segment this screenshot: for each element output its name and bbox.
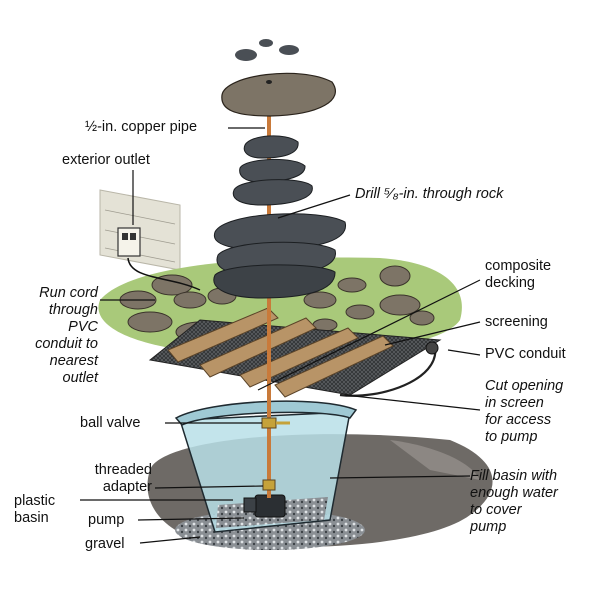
outlet-box	[117, 227, 141, 257]
label-copper-pipe: ½-in. copper pipe	[85, 119, 198, 135]
ball-valve	[261, 417, 277, 429]
soil-highlight	[390, 440, 480, 480]
label-run-cord: Run cord through PVC conduit to nearest …	[35, 285, 98, 386]
label-plastic-basin: plastic basin	[14, 493, 56, 526]
label-threaded-adapter: threaded adapter	[94, 462, 152, 495]
label-screening: screening	[485, 314, 548, 330]
label-drill: Drill ⁵⁄₈-in. through rock	[355, 186, 504, 202]
pump-body	[254, 494, 286, 518]
label-composite-decking: composite decking	[485, 258, 552, 291]
leader-lines	[80, 127, 481, 544]
power-cord	[127, 257, 201, 291]
deck-board-1	[167, 307, 279, 363]
label-fill-basin: Fill basin with enough water to cover pu…	[470, 468, 558, 535]
basin-rim	[174, 400, 358, 426]
rock-stack	[213, 39, 346, 299]
label-gravel: gravel	[85, 536, 125, 552]
label-exterior-outlet: exterior outlet	[62, 152, 150, 168]
label-ball-valve: ball valve	[80, 415, 141, 431]
label-pvc-conduit: PVC conduit	[485, 346, 566, 362]
label-pump: pump	[88, 512, 125, 528]
deck-board-4	[274, 335, 394, 398]
label-cut-opening: Cut opening in screen for access to pump	[485, 378, 564, 445]
threaded-adapter	[262, 479, 276, 491]
